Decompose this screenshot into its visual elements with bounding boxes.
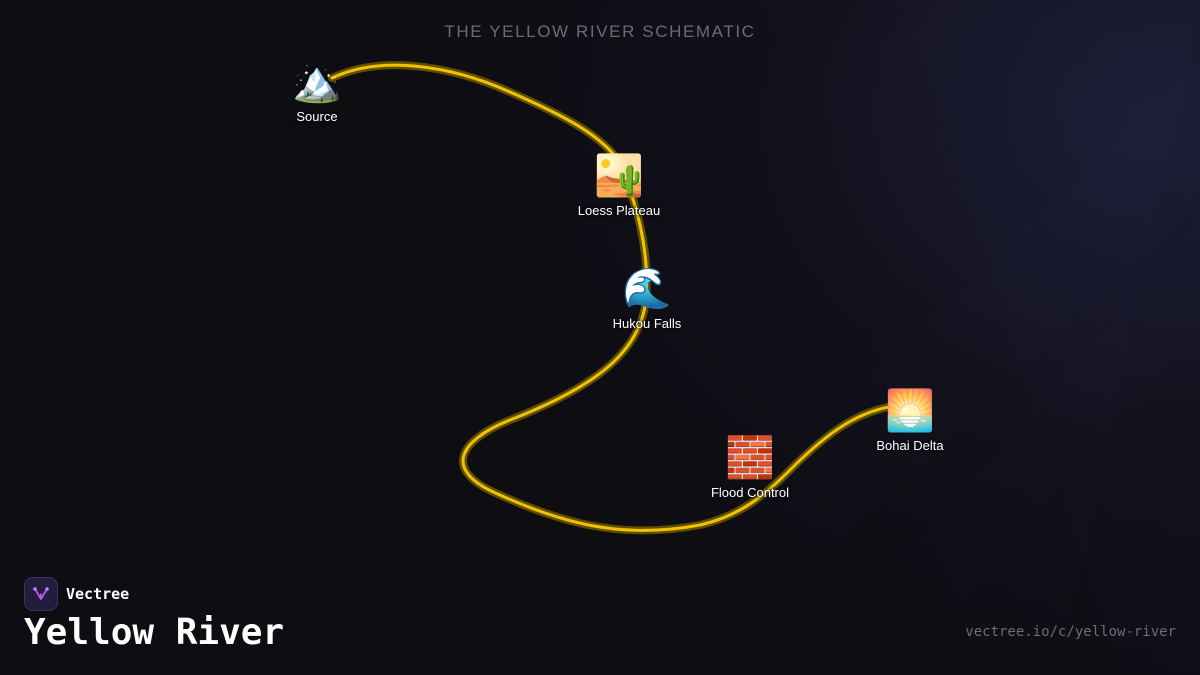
node-loess-plateau[interactable]: 🏜️ Loess Plateau xyxy=(539,152,699,218)
node-hukou-falls[interactable]: 🌊 Hukou Falls xyxy=(567,265,727,331)
sunrise-icon: 🌅 xyxy=(885,389,935,433)
brick-wall-icon: 🧱 xyxy=(725,436,775,480)
node-label-flood-control: Flood Control xyxy=(710,485,790,500)
page-title: Yellow River xyxy=(24,612,285,653)
wave-icon: 🌊 xyxy=(622,267,672,311)
schematic-title: THE YELLOW RIVER SCHEMATIC xyxy=(444,22,756,41)
node-label-hukou-falls: Hukou Falls xyxy=(612,316,682,331)
node-bohai-delta[interactable]: 🌅 Bohai Delta xyxy=(830,387,990,453)
node-label-source: Source xyxy=(296,109,338,124)
brand[interactable]: Vectree xyxy=(24,577,129,611)
desert-icon: 🏜️ xyxy=(594,154,644,198)
node-label-bohai-delta: Bohai Delta xyxy=(876,438,944,453)
node-label-loess-plateau: Loess Plateau xyxy=(577,203,661,218)
mountain-icon: 🏔️ xyxy=(292,60,342,104)
page-url[interactable]: vectree.io/c/yellow-river xyxy=(965,624,1176,640)
vectree-logo-icon xyxy=(24,577,58,611)
node-source[interactable]: 🏔️ Source xyxy=(237,58,397,124)
node-flood-control[interactable]: 🧱 Flood Control xyxy=(670,434,830,500)
brand-name: Vectree xyxy=(66,585,130,603)
river-line xyxy=(330,63,902,532)
